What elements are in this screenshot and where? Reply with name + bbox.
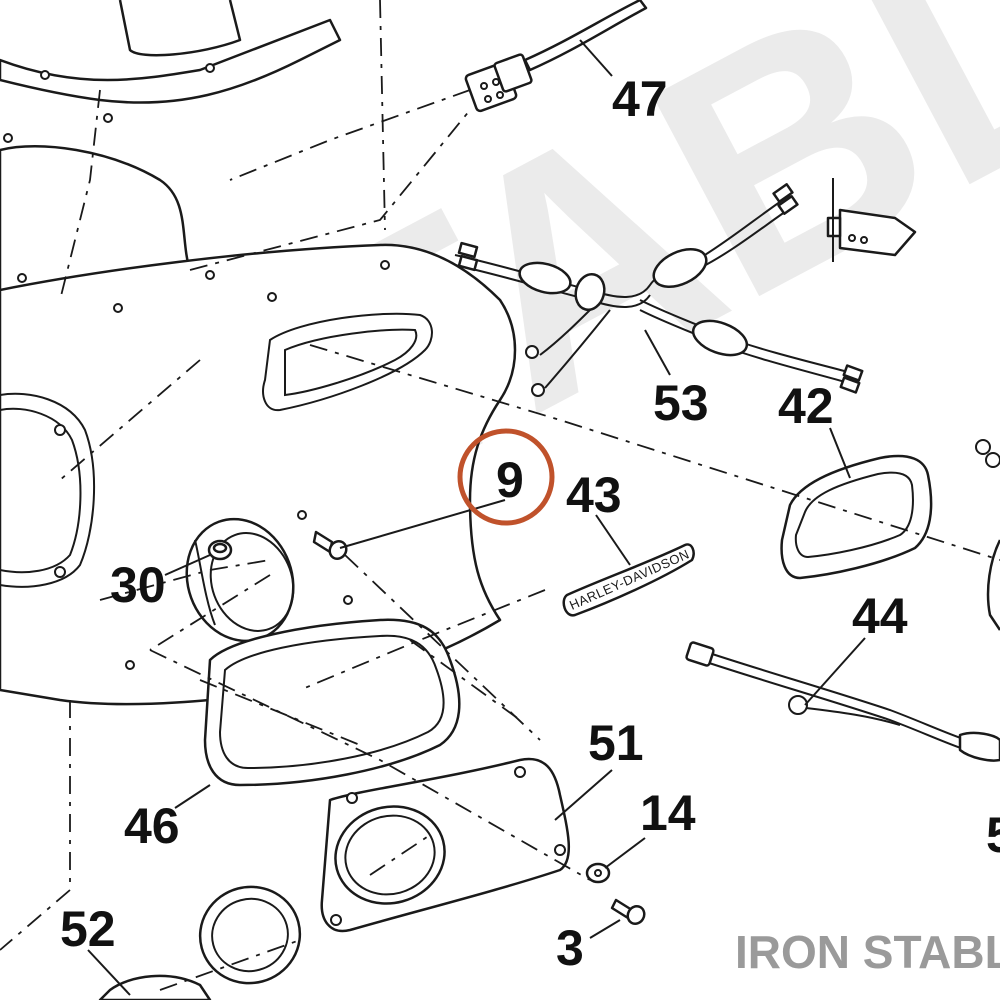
connector-47 <box>464 0 648 113</box>
washer-14 <box>585 862 611 884</box>
highlight-circle <box>457 428 555 526</box>
callout-51: 51 <box>588 715 644 771</box>
callout-30: 30 <box>110 557 166 613</box>
screw-9 <box>312 530 348 561</box>
harness-53 <box>454 183 864 397</box>
bracket-51 <box>320 757 571 933</box>
fairing-side-opening <box>0 392 96 588</box>
gasket-42 <box>780 454 933 580</box>
cable-44 <box>685 641 1000 762</box>
callout-52: 52 <box>60 901 116 957</box>
callout-edge: 5 <box>986 807 1000 863</box>
callout-14: 14 <box>640 785 696 841</box>
plug-connector <box>826 178 917 262</box>
callout-43: 43 <box>566 467 622 523</box>
callout-53: 53 <box>653 375 709 431</box>
callout-44: 44 <box>852 588 908 644</box>
callout-46: 46 <box>124 798 180 854</box>
screw-3 <box>610 898 646 926</box>
emblem-text: HARLEY-DAVIDSON <box>567 546 691 612</box>
callout-3: 3 <box>556 920 584 976</box>
leader-lines <box>87 39 866 996</box>
fairing-outer-shell <box>0 0 342 302</box>
callout-47: 47 <box>612 71 668 127</box>
speaker-housing-52 <box>98 885 302 1000</box>
callout-42: 42 <box>778 378 834 434</box>
emblem-43: HARLEY-DAVIDSON <box>562 543 695 617</box>
grommet-30 <box>207 539 233 561</box>
gasket-46 <box>203 618 461 787</box>
callout-9: 9 <box>496 452 524 508</box>
callouts: 47 53 42 9 43 30 44 51 46 14 52 3 5 <box>60 71 1000 976</box>
brand-logo-text: IRON STABLE <box>735 926 1000 978</box>
right-edge-parts <box>975 439 1000 631</box>
